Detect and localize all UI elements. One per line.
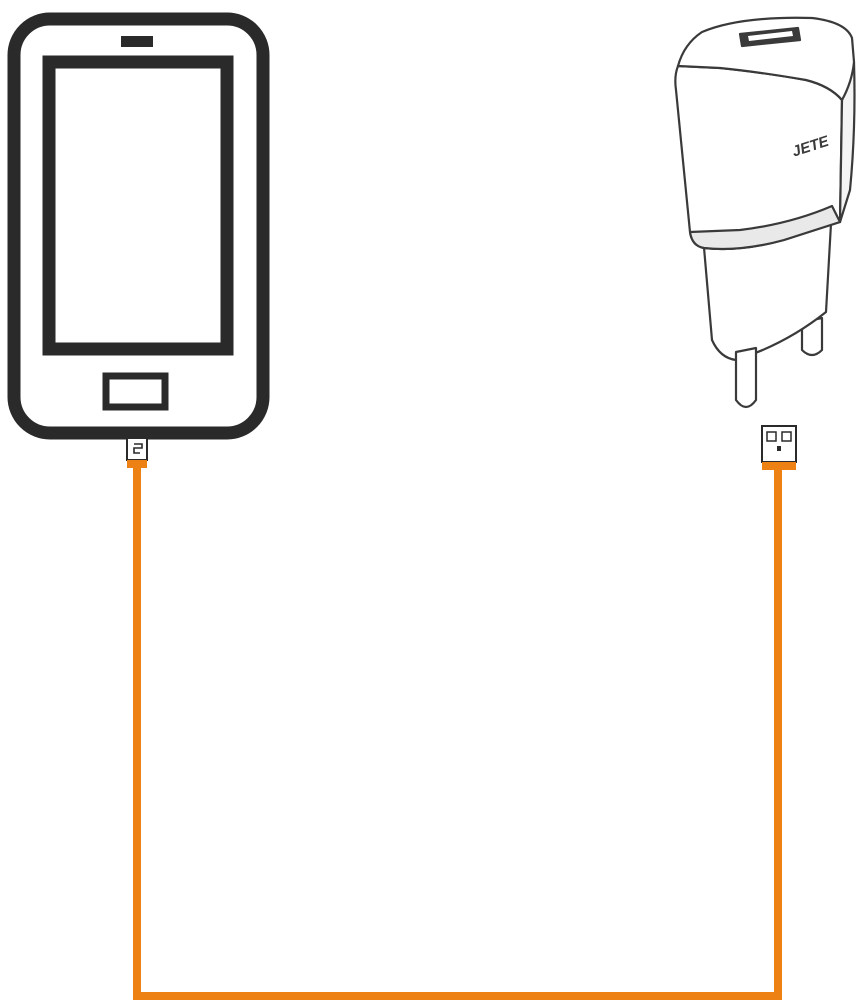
charger-housing-top (676, 16, 856, 102)
wall-charger-icon: JETE (674, 16, 856, 409)
usb-cable-icon (126, 425, 797, 1000)
smartphone-icon (7, 12, 270, 440)
phone-earpiece (121, 36, 153, 47)
cable-wire (133, 462, 782, 1000)
charger-housing-shadow (688, 204, 842, 251)
charger-usb-port-insert (748, 31, 793, 41)
charger-front-pin (734, 346, 758, 409)
usb-a-connector-icon (761, 425, 797, 470)
charger-rear-pin (800, 316, 824, 357)
phone-home-button (102, 372, 169, 411)
micro-usb-connector-icon (126, 437, 148, 468)
charger-housing-side (838, 60, 856, 224)
phone-screen (42, 55, 234, 356)
